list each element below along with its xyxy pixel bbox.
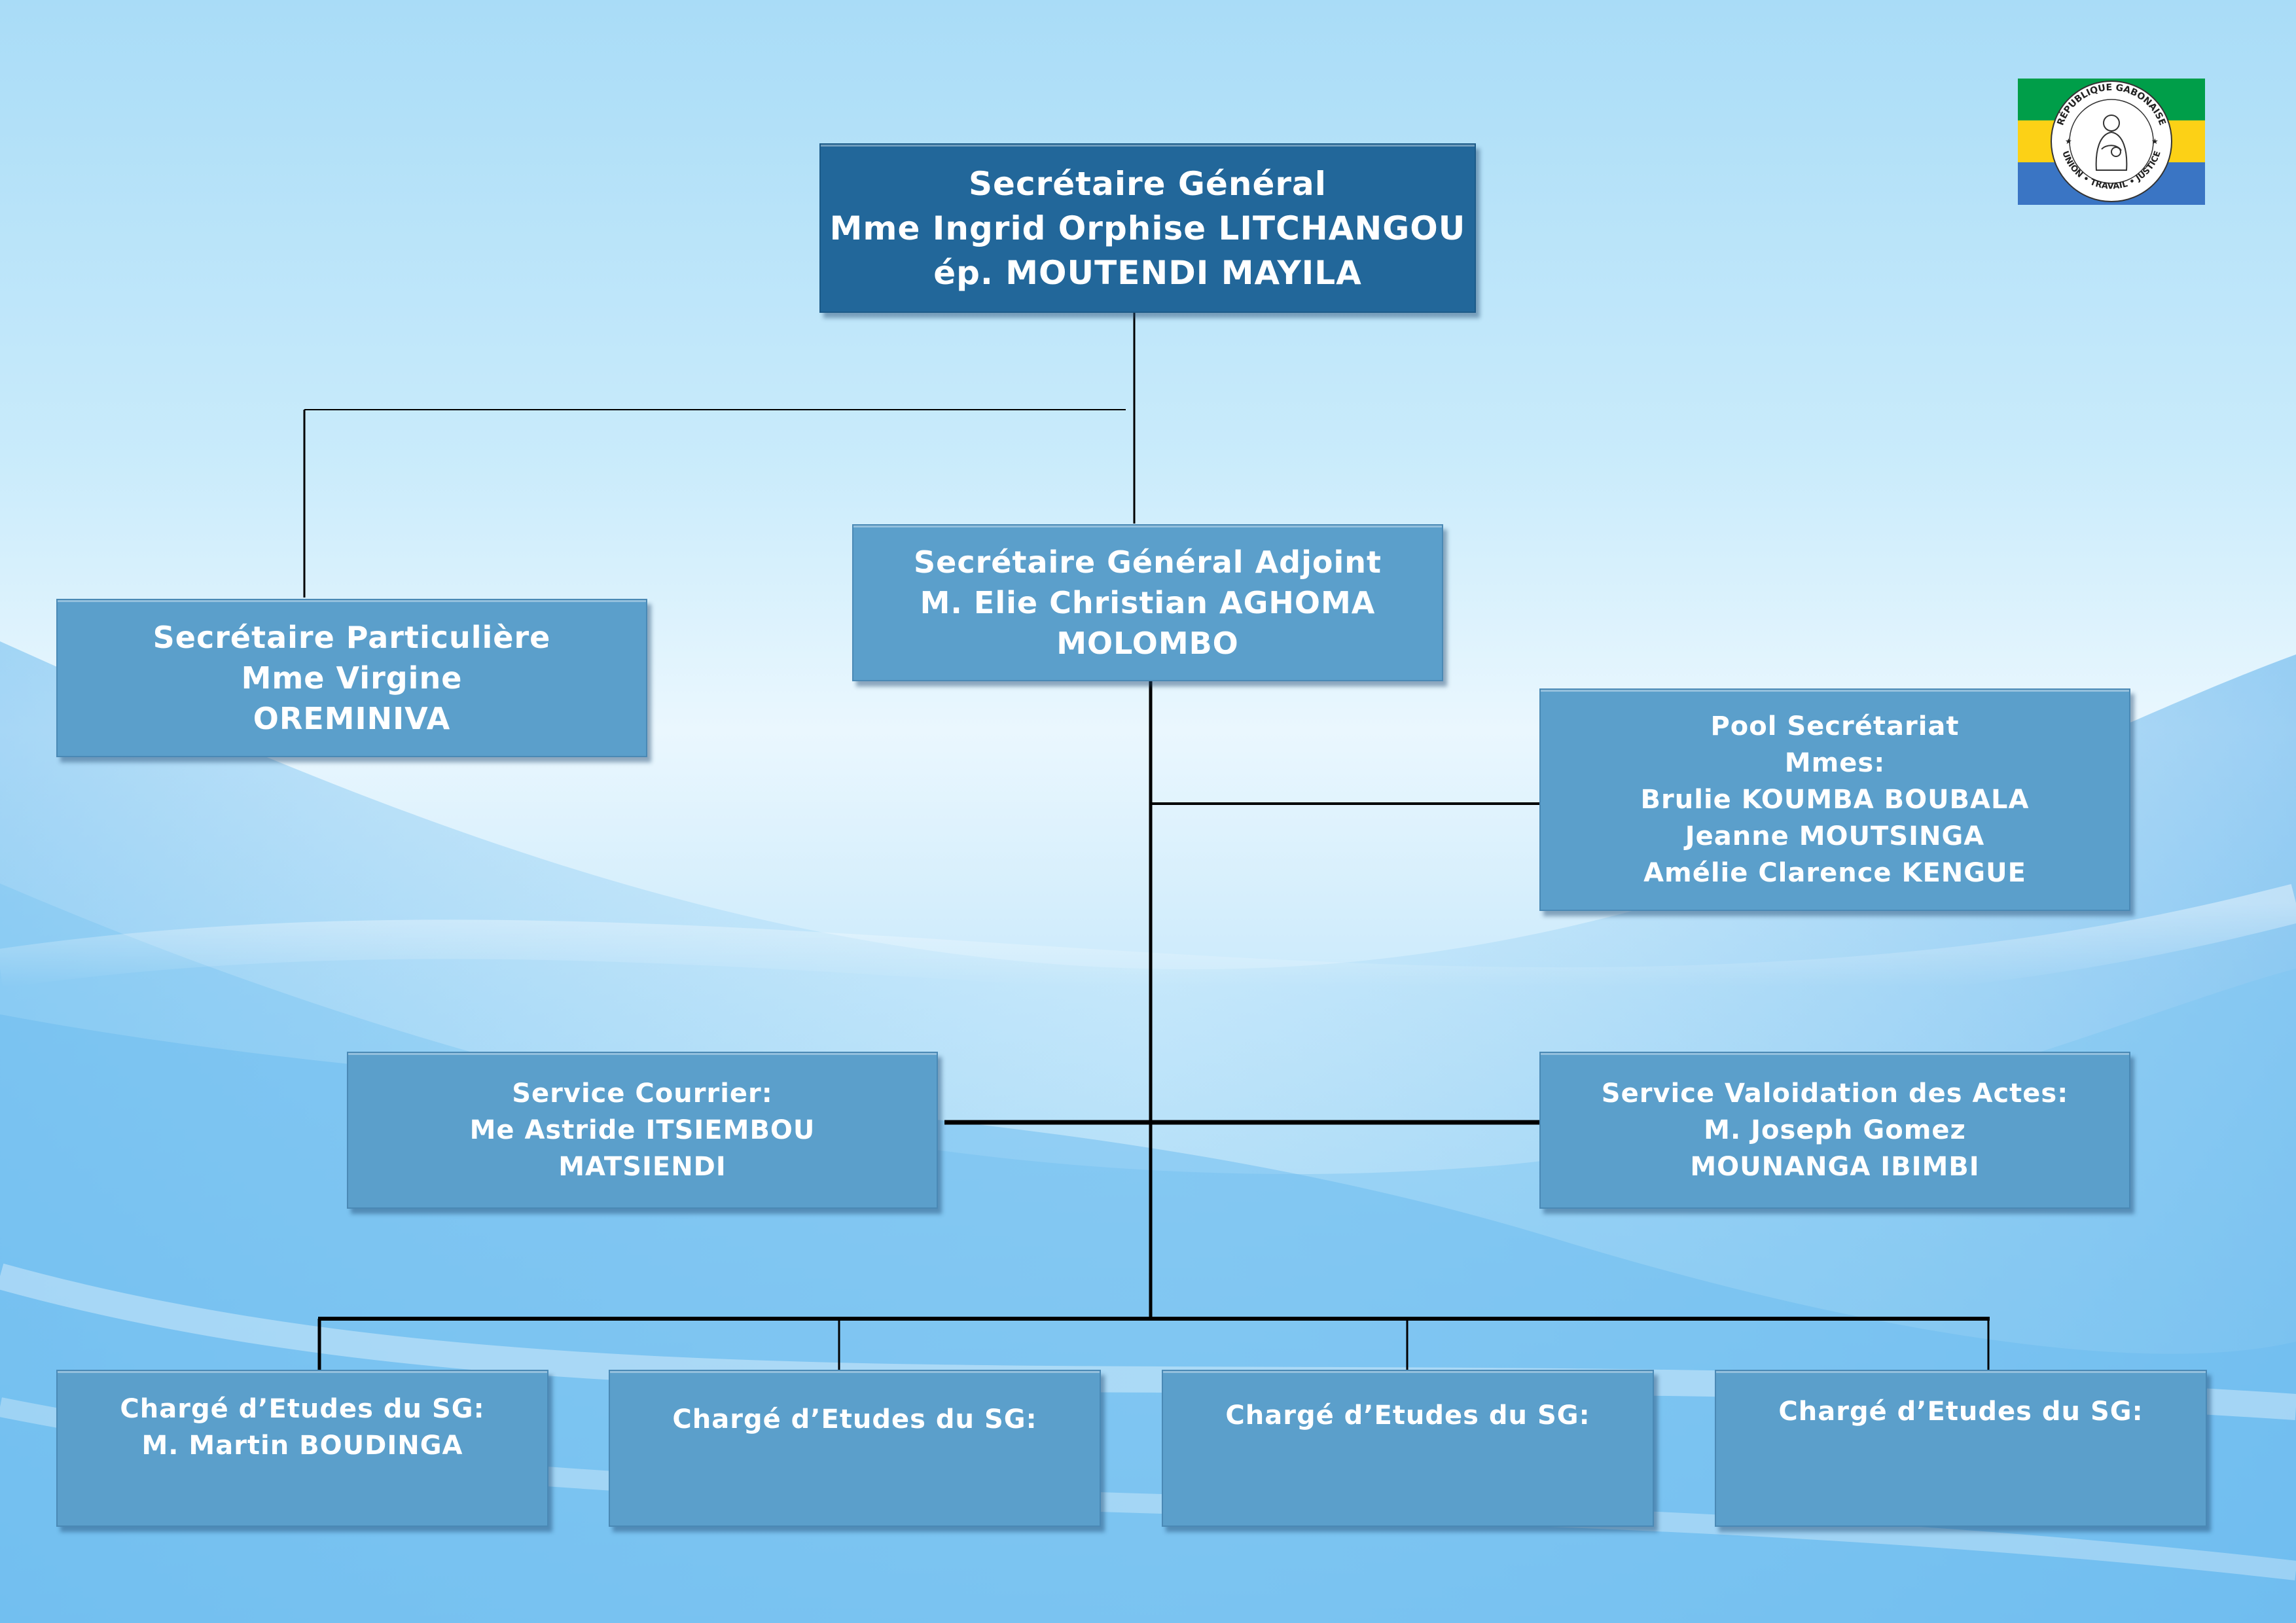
secretariat-pool-member: Brulie KOUMBA BOUBALA: [1640, 785, 2030, 815]
secretariat-pool-subtitle: Mmes:: [1784, 748, 1886, 778]
secretary-general-box: Secrétaire Général Mme Ingrid Orphise LI…: [819, 143, 1476, 313]
svg-text:★: ★: [2151, 137, 2159, 146]
study-officer-title: Chargé d’Etudes du SG:: [120, 1394, 485, 1424]
study-officer-name: M. Martin BOUDINGA: [141, 1431, 463, 1461]
secretariat-pool-member: Jeanne MOUTSINGA: [1685, 821, 1985, 851]
secretariat-pool-member: Amélie Clarence KENGUE: [1643, 858, 2026, 888]
study-officer-box: Chargé d’Etudes du SG:: [609, 1370, 1101, 1527]
seal-figure: [2095, 115, 2128, 171]
study-officer-title: Chargé d’Etudes du SG:: [1225, 1400, 1590, 1431]
private-secretary-name-line2: OREMINIVA: [253, 701, 451, 736]
acts-validation-service-name-line1: M. Joseph Gomez: [1704, 1115, 1966, 1145]
mail-service-title: Service Courrier:: [512, 1079, 773, 1109]
private-secretary-name-line1: Mme Virgine: [241, 660, 463, 696]
mail-service-name-line1: Me Astride ITSIEMBOU: [469, 1115, 816, 1145]
study-officer-box: Chargé d’Etudes du SG: M. Martin BOUDING…: [56, 1370, 548, 1527]
secretary-general-name-line2: ép. MOUTENDI MAYILA: [933, 253, 1362, 292]
study-officer-box: Chargé d’Etudes du SG:: [1715, 1370, 2207, 1527]
secretariat-pool-title: Pool Secrétariat: [1710, 711, 1960, 741]
acts-validation-service-box: Service Valoidation des Actes: M. Joseph…: [1539, 1052, 2130, 1209]
deputy-secretary-general-name-line2: MOLOMBO: [1056, 626, 1239, 661]
study-officer-title: Chargé d’Etudes du SG:: [672, 1404, 1037, 1435]
acts-validation-service-name-line2: MOUNANGA IBIMBI: [1690, 1152, 1980, 1182]
mail-service-name-line2: MATSIENDI: [558, 1152, 726, 1182]
svg-text:★: ★: [2065, 137, 2072, 146]
private-secretary-box: Secrétaire Particulière Mme Virgine OREM…: [56, 599, 647, 757]
mail-service-box: Service Courrier: Me Astride ITSIEMBOU M…: [347, 1052, 938, 1209]
secretary-general-title: Secrétaire Général: [969, 164, 1327, 203]
study-officer-title: Chargé d’Etudes du SG:: [1778, 1397, 2144, 1427]
deputy-secretary-general-box: Secrétaire Général Adjoint M. Elie Chris…: [852, 524, 1443, 681]
deputy-secretary-general-title: Secrétaire Général Adjoint: [914, 544, 1382, 580]
deputy-secretary-general-name-line1: M. Elie Christian AGHOMA: [920, 585, 1376, 620]
acts-validation-service-title: Service Valoidation des Actes:: [1601, 1079, 2069, 1109]
gabon-flag-with-coat-of-arms-icon: RÉPUBLIQUE GABONAISE UNION • TRAVAIL • J…: [2018, 79, 2205, 205]
private-secretary-title: Secrétaire Particulière: [152, 620, 551, 655]
seal-disc: [2051, 80, 2172, 202]
secretary-general-name-line1: Mme Ingrid Orphise LITCHANGOU: [829, 209, 1466, 247]
secretariat-pool-box: Pool Secrétariat Mmes: Brulie KOUMBA BOU…: [1539, 688, 2130, 911]
study-officer-box: Chargé d’Etudes du SG:: [1162, 1370, 1654, 1527]
